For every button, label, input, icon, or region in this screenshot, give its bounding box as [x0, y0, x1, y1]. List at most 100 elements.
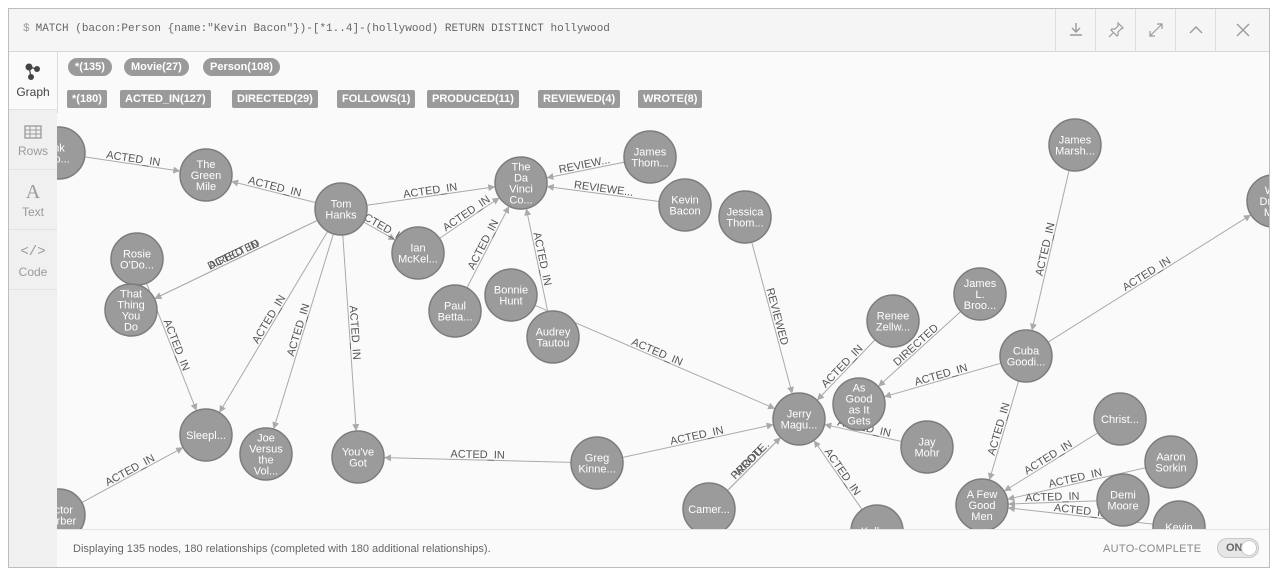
relationship-line[interactable] [727, 437, 781, 491]
relationship-line[interactable] [1007, 500, 1098, 508]
node-circle[interactable] [1048, 118, 1102, 172]
relationship-line[interactable] [987, 380, 1020, 481]
relationship-line[interactable] [877, 311, 962, 387]
node-circle[interactable] [179, 408, 233, 462]
relationship-line[interactable] [81, 446, 184, 504]
node-circle[interactable] [658, 178, 712, 232]
node-circle[interactable] [832, 377, 886, 431]
node-circle[interactable] [900, 420, 954, 474]
node-circle[interactable] [718, 190, 772, 244]
relationship-line[interactable] [546, 161, 625, 180]
relationship-line[interactable] [524, 208, 549, 312]
node-paul[interactable]: PaulBetta... [428, 284, 482, 338]
relationship-line[interactable] [813, 440, 863, 510]
node-joe[interactable]: JoeVersustheVol... [239, 427, 293, 481]
relationship-line[interactable] [883, 362, 1002, 399]
relationship-line[interactable] [824, 422, 902, 442]
tab-graph[interactable]: Graph [9, 52, 57, 110]
expand-button[interactable] [1135, 9, 1175, 51]
node-label-person[interactable]: Person(108) [203, 58, 280, 76]
relationship-line[interactable] [231, 179, 316, 204]
download-button[interactable] [1055, 9, 1095, 51]
node-camer[interactable]: Camer... [682, 482, 736, 531]
node-circle[interactable] [953, 267, 1007, 321]
relationship-line[interactable] [622, 422, 774, 458]
node-christ[interactable]: Christ... [1093, 392, 1147, 446]
node-circle[interactable] [866, 294, 920, 348]
node-circle[interactable] [239, 427, 293, 481]
relationship-line[interactable] [218, 231, 329, 413]
node-sleepl[interactable]: Sleepl... [179, 408, 233, 462]
tab-rows[interactable]: Rows [9, 112, 57, 170]
relationship-line[interactable] [546, 183, 660, 203]
node-circle[interactable] [331, 430, 385, 484]
node-circle[interactable] [682, 482, 736, 531]
relationship-line[interactable] [154, 219, 318, 300]
relationship-line[interactable] [342, 234, 360, 432]
node-wh-dre[interactable]: WhDre...M... [1246, 174, 1269, 228]
relationship-line[interactable] [84, 156, 181, 174]
tab-code[interactable]: </> Code [9, 232, 57, 290]
node-davinci[interactable]: TheDaVinciCo... [494, 156, 548, 210]
relationship-line[interactable] [363, 221, 396, 241]
node-kevin-b2[interactable]: Kevin [1152, 500, 1206, 531]
relationship-line[interactable] [751, 241, 794, 395]
node-jerry[interactable]: JerryMagu... [772, 392, 826, 446]
node-circle[interactable] [57, 488, 86, 531]
node-greg[interactable]: GregKinne... [570, 436, 624, 490]
node-jessica-thom[interactable]: JessicaThom... [718, 190, 772, 244]
node-circle[interactable] [1096, 473, 1150, 527]
relationship-line[interactable] [1047, 214, 1252, 343]
node-circle[interactable] [999, 329, 1053, 383]
relationship-line[interactable] [466, 205, 510, 289]
node-circle[interactable] [179, 148, 233, 202]
node-renee[interactable]: ReneeZellw... [866, 294, 920, 348]
node-circle[interactable] [623, 130, 677, 184]
pin-button[interactable] [1095, 9, 1135, 51]
node-left-top[interactable]: nknb... [57, 126, 86, 180]
relationship-line[interactable] [366, 184, 496, 206]
node-james-marsh[interactable]: JamesMarsh... [1048, 118, 1102, 172]
query-text[interactable]: $MATCH (bacon:Person {name:"Kevin Bacon"… [23, 23, 610, 35]
node-james-thom[interactable]: JamesThom... [623, 130, 677, 184]
node-rosie[interactable]: RosieO'Do... [110, 232, 164, 286]
relationship-line[interactable] [1003, 432, 1099, 492]
rel-type-all[interactable]: *(180) [67, 90, 107, 108]
node-victor[interactable]: VictorGarber [57, 488, 86, 531]
node-circle[interactable] [1152, 500, 1206, 531]
node-james-broo[interactable]: JamesL.Broo... [953, 267, 1007, 321]
node-circle[interactable] [1246, 174, 1269, 228]
autocomplete-toggle[interactable]: ON [1217, 538, 1259, 558]
relationship-line[interactable] [1030, 170, 1070, 331]
node-circle[interactable] [1144, 435, 1198, 489]
relationship-line[interactable] [816, 339, 876, 401]
node-circle[interactable] [484, 268, 538, 322]
node-kelly[interactable]: Kelly... [850, 504, 904, 531]
node-ian[interactable]: IanMcKel... [391, 226, 445, 280]
node-circle[interactable] [314, 182, 368, 236]
rel-type-wrote[interactable]: WROTE(8) [638, 90, 703, 108]
relationship-line[interactable] [1007, 467, 1146, 502]
rel-type-reviewed[interactable]: REVIEWED(4) [538, 90, 621, 108]
rel-type-acted-in[interactable]: ACTED_IN(127) [120, 90, 211, 108]
node-circle[interactable] [104, 283, 158, 337]
node-label-all[interactable]: *(135) [68, 58, 112, 76]
node-circle[interactable] [526, 310, 580, 364]
node-circle[interactable] [1093, 392, 1147, 446]
node-circle[interactable] [772, 392, 826, 446]
node-cuba[interactable]: CubaGoodi... [999, 329, 1053, 383]
relationship-line[interactable] [383, 454, 572, 463]
tab-text[interactable]: A Text [9, 172, 57, 230]
